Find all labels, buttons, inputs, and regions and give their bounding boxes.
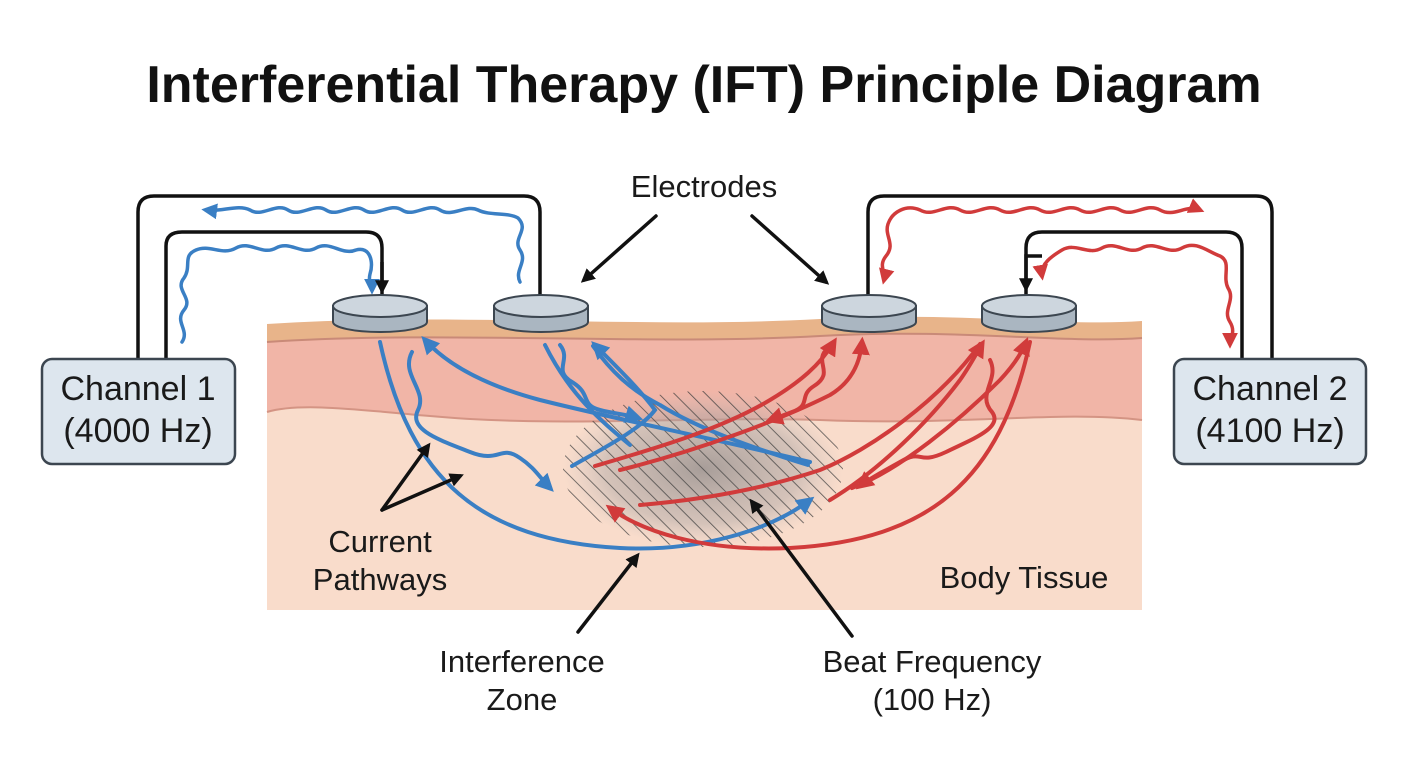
current-pathways-arrow-1	[380, 442, 431, 512]
electrode-4	[981, 294, 1077, 333]
channel-1-label: Channel 1	[60, 370, 215, 408]
red-arc-right	[828, 339, 985, 502]
channel-1-current-pathways	[378, 336, 815, 551]
skin-layer	[267, 317, 1142, 422]
body-tissue-label: Body Tissue	[940, 560, 1109, 595]
red-return-right	[618, 336, 870, 472]
blue-wave-mid	[558, 343, 644, 423]
beat-frequency-arrow	[749, 498, 854, 638]
beat-frequency-label-line2: (100 Hz)	[873, 682, 992, 717]
current-pathways-label-line2: Pathways	[313, 562, 447, 597]
page-title: Interferential Therapy (IFT) Principle D…	[146, 56, 1261, 114]
current-pathways-label-line1: Current	[328, 524, 432, 559]
electrode-2	[493, 294, 589, 333]
electrodes-arrow-right	[750, 214, 830, 285]
interference-zone-label-line1: Interference	[439, 644, 604, 679]
body-tissue-block	[266, 316, 1143, 610]
channel-2-frequency: (4100 Hz)	[1195, 412, 1344, 450]
callout-arrows	[380, 214, 854, 638]
channel-2-inner-wire-arrow	[1019, 254, 1042, 293]
current-pathways-arrow-2	[380, 473, 464, 512]
electrode-3	[821, 294, 917, 333]
electrode-1	[332, 294, 428, 333]
channel-1-wire-currents	[178, 203, 525, 344]
red-outer-arc	[605, 340, 1032, 551]
interference-zone-arrow	[576, 552, 640, 634]
channel-1-box: Channel 1 (4000 Hz)	[40, 357, 237, 466]
channel-2-label: Channel 2	[1192, 370, 1347, 408]
blue-wave-lower	[407, 350, 554, 492]
channel-2-box: Channel 2 (4100 Hz)	[1172, 357, 1368, 466]
red-arc-left	[593, 337, 837, 468]
blue-outer-arc	[378, 340, 815, 551]
blue-return-upper	[591, 344, 810, 467]
channel-1-frequency: (4000 Hz)	[63, 412, 212, 450]
channel-1-wires	[136, 194, 542, 358]
electrodes-label: Electrodes	[631, 169, 777, 204]
red-wave-mid	[764, 346, 830, 425]
channel-2-wire-currents	[879, 198, 1238, 349]
electrodes-arrow-left	[580, 214, 658, 283]
red-return-far	[850, 336, 1030, 490]
blue-arc-upper	[570, 341, 658, 468]
skin-surface	[267, 316, 1142, 342]
red-arc-mid	[638, 342, 982, 507]
beat-frequency-label-line1: Beat Frequency	[823, 644, 1042, 679]
interference-zone-label-line2: Zone	[487, 682, 558, 717]
channel-2-current-pathways	[593, 336, 1032, 551]
blue-return-arc	[421, 336, 812, 464]
